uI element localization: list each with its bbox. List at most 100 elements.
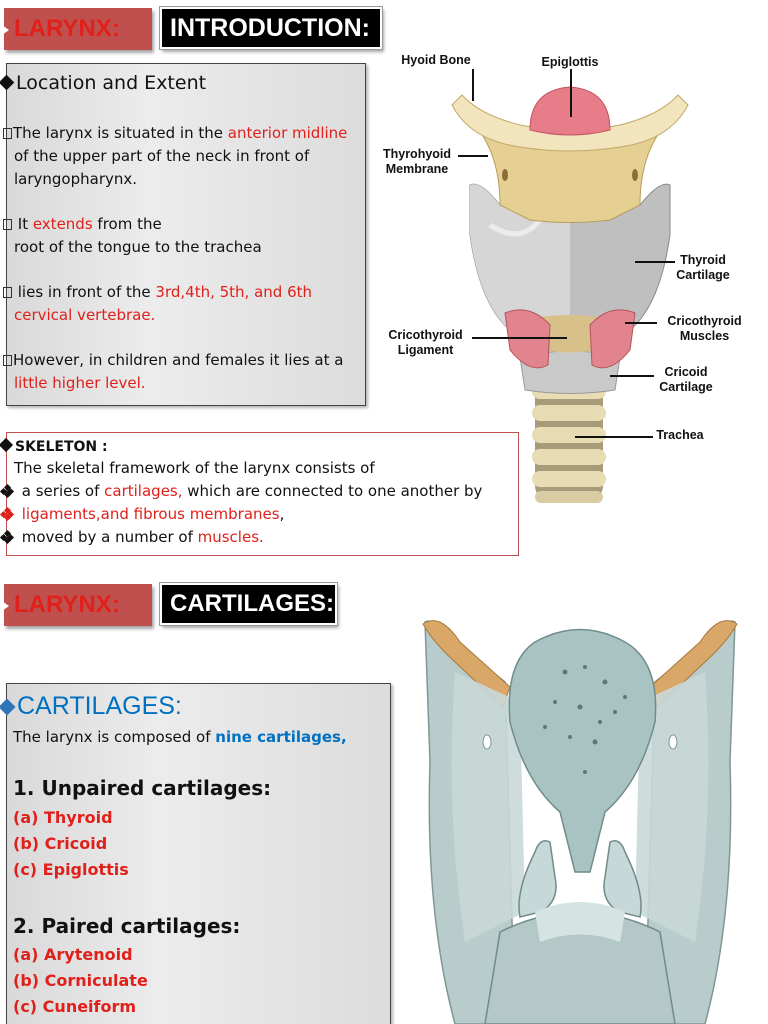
b1-highlight: cartilages, xyxy=(104,482,183,500)
label-hyoid-bone: Hyoid Bone xyxy=(396,53,476,68)
larynx-posterior-illustration xyxy=(422,620,738,1024)
paired-list: (a) Arytenoid (b) Corniculate (c) Cuneif… xyxy=(13,942,148,1020)
p1-text: The larynx is situated in the xyxy=(13,124,228,142)
cricothyroid-mus-pointer-line xyxy=(625,322,657,324)
label-ctm-2: Muscles xyxy=(679,329,730,343)
arrow-icon xyxy=(2,601,9,611)
p4-highlight: little higher level. xyxy=(14,374,146,392)
unpaired-item-epiglottis: (c) Epiglottis xyxy=(13,860,129,879)
location-box: Location and Extent The larynx is situat… xyxy=(0,63,366,406)
label-trachea-text: Trachea xyxy=(656,428,704,442)
missing-glyph-icon xyxy=(3,355,12,366)
unpaired-heading: 1. Unpaired cartilages: xyxy=(13,776,272,800)
paragraph-2: It extends from the root of the tongue t… xyxy=(3,213,365,259)
intro-highlight: nine cartilages, xyxy=(215,728,347,746)
thyroid-pointer-line xyxy=(635,261,675,263)
skeleton-line1: The skeletal framework of the larynx con… xyxy=(14,459,375,477)
label-thyroid-2: Cartilage xyxy=(676,268,730,282)
b1-text: a series of xyxy=(17,482,105,500)
label-thyrohyoid-2: Membrane xyxy=(385,162,449,176)
p3-highlight: 3rd,4th, 5th, and 6th xyxy=(155,283,313,301)
cartilages-intro: The larynx is composed of nine cartilage… xyxy=(13,728,347,746)
label-trachea: Trachea xyxy=(650,428,710,443)
p2-highlight: extends xyxy=(32,215,93,233)
cartilages-tag-label: CARTILAGES: xyxy=(170,590,334,617)
b3-text: moved by a number of xyxy=(17,528,198,546)
missing-glyph-icon xyxy=(3,287,12,298)
arrow-icon xyxy=(2,25,9,35)
p3-highlight-2: cervical vertebrae. xyxy=(14,306,156,324)
skeleton-heading: SKELETON : xyxy=(15,439,108,455)
epiglottis-pointer-line xyxy=(570,69,572,117)
cricoid-pointer-line xyxy=(610,375,654,377)
unpaired-list: (a) Thyroid (b) Cricoid (c) Epiglottis xyxy=(13,805,129,883)
paired-item-corniculate: (b) Corniculate xyxy=(13,971,148,990)
location-heading: Location and Extent xyxy=(16,72,207,94)
label-ctl-2: Ligament xyxy=(397,343,454,357)
p2-text-3: root of the tongue to the trachea xyxy=(14,238,262,256)
label-thyrohyoid-1: Thyrohyoid xyxy=(382,147,452,161)
paired-item-cuneiform: (c) Cuneiform xyxy=(13,997,137,1016)
p1-highlight: anterior midline xyxy=(227,124,348,142)
unpaired-item-thyroid: (a) Thyroid xyxy=(13,808,113,827)
location-heading-row: Location and Extent xyxy=(0,72,207,94)
label-epiglottis-text: Epiglottis xyxy=(541,55,599,69)
b1-text-2: which are connected to one another by xyxy=(182,482,483,500)
four-diamond-bullet-icon xyxy=(0,506,15,522)
p4-text: However, in children and females it lies… xyxy=(13,351,344,369)
b2-text: , xyxy=(279,505,285,523)
trachea-pointer-line xyxy=(575,436,653,438)
paragraph-3: lies in front of the 3rd,4th, 5th, and 6… xyxy=(3,281,365,327)
label-cricoid-1: Cricoid xyxy=(664,365,708,379)
thyrohyoid-pointer-line xyxy=(458,155,488,157)
label-ctm-1: Cricothyroid xyxy=(667,314,742,328)
paragraph-1: The larynx is situated in the anterior m… xyxy=(3,122,365,191)
diamond-bullet-icon xyxy=(0,698,16,716)
skeleton-box: SKELETON : The skeletal framework of the… xyxy=(0,432,519,556)
larynx-tag-label: LARYNX: xyxy=(14,15,120,42)
label-thyroid-1: Thyroid xyxy=(680,253,726,267)
missing-glyph-icon xyxy=(3,219,12,230)
label-cricoid-2: Cartilage xyxy=(659,380,713,394)
paragraph-4: However, in children and females it lies… xyxy=(3,349,365,395)
skeleton-bullet-3: moved by a number of muscles. xyxy=(0,526,521,549)
larynx-tag: LARYNX: xyxy=(2,8,152,50)
b2-highlight: ligaments,and fibrous membranes xyxy=(17,505,280,523)
p2-text: It xyxy=(13,215,33,233)
introduction-tag-label: INTRODUCTION: xyxy=(170,13,370,42)
trachea-rings xyxy=(532,380,606,503)
label-hyoid-text: Hyoid Bone xyxy=(401,53,471,67)
hyoid-pointer-line xyxy=(472,69,474,101)
skeleton-bullet-2: ligaments,and fibrous membranes, xyxy=(0,503,521,526)
missing-glyph-icon xyxy=(3,128,12,139)
cricothyroid-lig-pointer-line xyxy=(472,337,567,339)
p1-text-2: of the upper part of the neck in front o… xyxy=(14,147,310,165)
skeleton-heading-row: SKELETON : xyxy=(0,437,521,457)
diamond-bullet-icon xyxy=(0,437,14,453)
larynx-tag-2-label: LARYNX: xyxy=(14,591,120,618)
label-ctl-1: Cricothyroid xyxy=(388,328,463,342)
unpaired-item-cricoid: (b) Cricoid xyxy=(13,834,108,853)
location-body: The larynx is situated in the anterior m… xyxy=(3,122,365,395)
cartilages-tag: CARTILAGES: xyxy=(159,582,338,626)
intro-text: The larynx is composed of xyxy=(13,728,216,746)
p2-text-2: from the xyxy=(92,215,162,233)
p3-text: lies in front of the xyxy=(13,283,156,301)
larynx-tag-2: LARYNX: xyxy=(2,584,152,626)
larynx-anterior-illustration xyxy=(451,86,689,503)
b3-highlight: muscles. xyxy=(197,528,264,546)
introduction-tag: INTRODUCTION: xyxy=(159,6,383,50)
cartilages-box: CARTILAGES: The larynx is composed of ni… xyxy=(0,683,391,1024)
larynx-posterior-figure xyxy=(415,612,745,1024)
diamond-bullet-icon xyxy=(0,74,15,91)
skeleton-bullet-1: a series of cartilages, which are connec… xyxy=(0,480,521,503)
paired-item-arytenoid: (a) Arytenoid xyxy=(13,945,133,964)
paired-heading: 2. Paired cartilages: xyxy=(13,914,241,938)
skeleton-body: SKELETON : The skeletal framework of the… xyxy=(0,437,521,549)
